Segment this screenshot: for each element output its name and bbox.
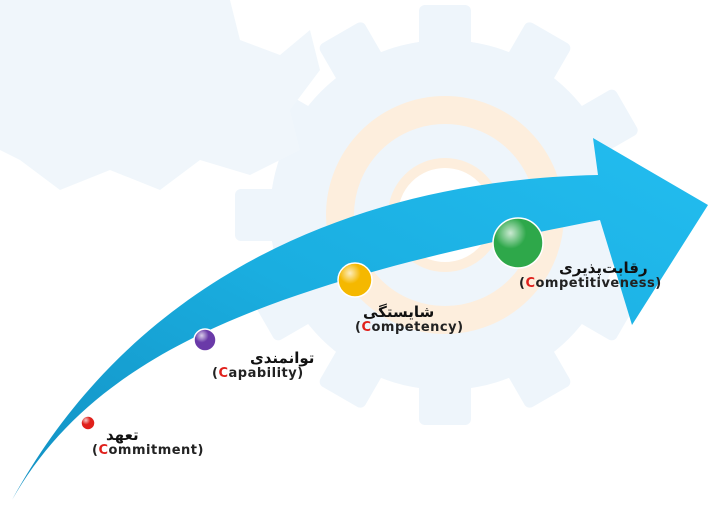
stage-label-capability: توانمندی (Capability) bbox=[212, 349, 332, 382]
gear-tooth bbox=[419, 5, 471, 65]
stage-label-competitiveness: رقابت‌پذیری (Competitiveness) bbox=[519, 259, 689, 292]
stage-dot-shine bbox=[194, 329, 216, 351]
stage-label-commitment: تعهد (Commitment) bbox=[92, 426, 232, 459]
stage-dot bbox=[492, 217, 544, 269]
gear-tooth bbox=[499, 22, 571, 96]
english-label: (Competency) bbox=[355, 320, 464, 336]
stage-dot bbox=[337, 262, 373, 298]
english-label: (Commitment) bbox=[92, 443, 204, 459]
gear-tooth bbox=[564, 269, 638, 341]
stage-dot-shine bbox=[81, 416, 95, 430]
english-label: (Capability) bbox=[212, 366, 304, 382]
persian-label: رقابت‌پذیری bbox=[559, 259, 648, 277]
gear-tooth bbox=[235, 189, 295, 241]
stage-dot-shine bbox=[493, 218, 543, 268]
persian-label: شایستگی bbox=[363, 303, 435, 321]
persian-label: توانمندی bbox=[250, 349, 315, 367]
english-label: (Competitiveness) bbox=[519, 276, 662, 292]
small-gear-icon bbox=[0, 0, 320, 190]
gear-tooth bbox=[319, 22, 391, 96]
stage-dot bbox=[193, 328, 217, 352]
stage-label-competency: شایستگی (Competency) bbox=[355, 303, 495, 336]
persian-label: تعهد bbox=[106, 426, 139, 444]
stage-dot bbox=[80, 415, 96, 431]
gear-tooth bbox=[564, 89, 638, 161]
gear-tooth bbox=[419, 365, 471, 425]
gear-tooth bbox=[499, 334, 571, 408]
stage-dot-shine bbox=[338, 263, 372, 297]
gear-tooth bbox=[319, 334, 391, 408]
